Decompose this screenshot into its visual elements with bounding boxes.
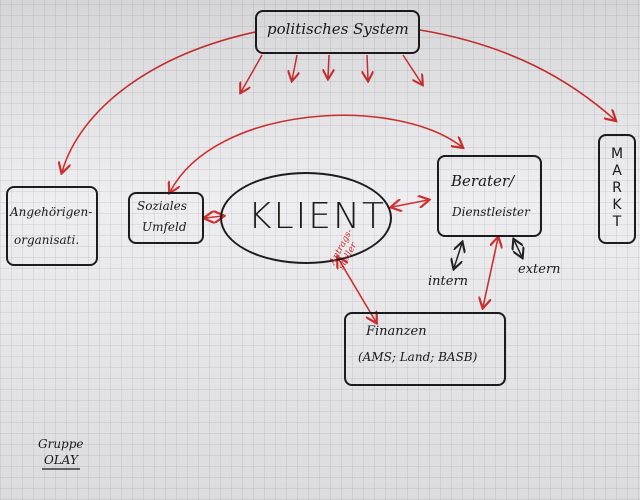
- arrow-down-2: [292, 54, 297, 80]
- finanzen-line2: (AMS; Land; BASB): [358, 350, 478, 364]
- arrow-down-4: [367, 54, 368, 80]
- gruppe-line1: Gruppe: [38, 437, 84, 451]
- intern-label: intern: [428, 274, 469, 289]
- node-markt: [598, 134, 636, 244]
- arrow-down-3: [328, 54, 329, 78]
- klient-label: KLIENT: [248, 196, 386, 237]
- node-politisches-system: [255, 10, 420, 54]
- markt-letter-a: A: [612, 163, 622, 179]
- soziales-umfeld-line2: Umfeld: [142, 220, 187, 234]
- arrow-berater-finanzen: [483, 238, 498, 307]
- arrow-system-to-angehoerigen: [62, 31, 256, 172]
- markt-letter-m: M: [610, 146, 624, 162]
- arrow-extern: [514, 240, 522, 257]
- arrow-klient-finanzen: [338, 258, 376, 322]
- arrow-system-to-markt: [419, 29, 615, 120]
- arrow-intern: [454, 243, 462, 268]
- soziales-umfeld-line1: Soziales: [137, 199, 187, 213]
- markt-letter-k: K: [612, 197, 622, 213]
- gruppe-line2: OLAY: [44, 453, 78, 467]
- angehoerigen-line1: Angehörigen-: [10, 205, 93, 219]
- extern-label: extern: [518, 262, 561, 277]
- arrow-umfeld-berater: [170, 114, 462, 192]
- node-berater: [437, 155, 542, 237]
- node-finanzen: [344, 312, 506, 386]
- markt-letter-r: R: [612, 180, 622, 196]
- arrow-klient-berater: [392, 200, 428, 207]
- angehoerigen-line2: organisati.: [14, 233, 80, 247]
- berater-line2: Dienstleister: [452, 205, 530, 219]
- berater-line1: Berater/: [451, 172, 515, 190]
- markt-letter-t: T: [612, 214, 622, 230]
- node-soziales-umfeld: [128, 192, 204, 244]
- politisches-system-label: politisches System: [267, 20, 409, 38]
- arrow-down-1: [241, 54, 263, 92]
- finanzen-line1: Finanzen: [366, 324, 427, 339]
- arrow-down-5: [402, 54, 422, 84]
- node-klient: [220, 172, 392, 264]
- node-angehoerigen: [6, 186, 98, 266]
